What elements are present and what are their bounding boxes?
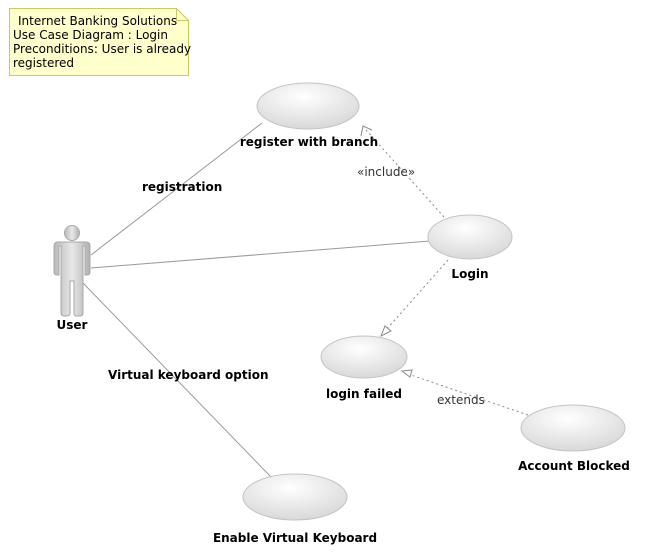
dependency-extends-label: extends	[437, 393, 485, 407]
edge-labels: registration Virtual keyboard option «in…	[108, 165, 485, 407]
association-virtual-keyboard[interactable]	[81, 281, 273, 479]
usecase-login-label: Login	[451, 267, 488, 281]
diagram-note: Internet Banking Solutions Use Case Diag…	[9, 8, 191, 76]
note-line-2: Use Case Diagram : Login	[13, 28, 168, 42]
arrowhead-include	[360, 125, 373, 137]
dependency-extends[interactable]	[407, 373, 529, 416]
usecase-register-label: register with branch	[240, 135, 378, 149]
associations	[81, 122, 431, 479]
usecase-account-blocked-label: Account Blocked	[518, 459, 630, 473]
usecase-login-failed[interactable]: login failed	[320, 335, 408, 401]
usecase-virtual-keyboard-label: Enable Virtual Keyboard	[213, 531, 377, 545]
arrowhead-login-failed	[380, 325, 392, 338]
usecase-login[interactable]: Login	[427, 214, 513, 281]
dependencies	[360, 125, 529, 416]
usecase-login-failed-label: login failed	[326, 387, 402, 401]
actor-user[interactable]: User	[53, 225, 91, 333]
dependency-include-label: «include»	[357, 165, 415, 179]
user-actor-icon	[53, 225, 91, 317]
note-fold	[176, 8, 189, 21]
usecase-account-blocked[interactable]: Account Blocked	[518, 404, 630, 473]
usecase-register-with-branch[interactable]: register with branch	[240, 82, 378, 149]
note-line-3: Preconditions: User is already	[13, 42, 191, 56]
association-login[interactable]	[90, 240, 431, 269]
note-shape	[9, 8, 189, 76]
usecase-enable-virtual-keyboard[interactable]: Enable Virtual Keyboard	[213, 473, 377, 545]
association-registration-label: registration	[142, 180, 222, 194]
dependency-login-failed[interactable]	[385, 259, 449, 331]
association-registration[interactable]	[90, 122, 263, 256]
actor-label: User	[57, 318, 88, 332]
association-virtual-keyboard-label: Virtual keyboard option	[108, 368, 268, 382]
note-line-1: Internet Banking Solutions	[18, 14, 177, 28]
arrowhead-extends	[400, 369, 413, 378]
note-line-4: registered	[13, 56, 74, 70]
